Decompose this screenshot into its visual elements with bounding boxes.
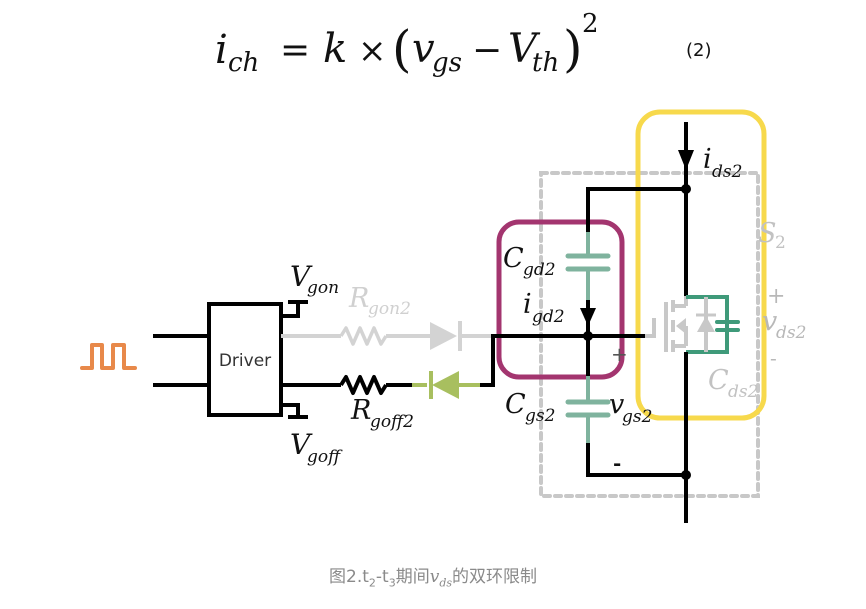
ids2-arrow-icon bbox=[678, 150, 694, 170]
cgd2-label-main: C bbox=[503, 243, 524, 274]
ids2-label-main: i bbox=[703, 144, 712, 175]
s2-label-main: S bbox=[758, 218, 777, 249]
source-return-wire bbox=[586, 443, 686, 477]
drain-node bbox=[681, 184, 691, 194]
cgs2-label-sub: gs2 bbox=[525, 406, 555, 426]
caption-v-sub: ds bbox=[439, 576, 452, 590]
vgoff-wire bbox=[281, 403, 300, 416]
eq-exponent: 2 bbox=[582, 9, 599, 39]
vgs2-label-sub: gs2 bbox=[622, 407, 652, 427]
body-diode bbox=[697, 316, 715, 332]
mosfet-s2 bbox=[664, 296, 688, 352]
eq-v-sub: gs bbox=[432, 48, 462, 78]
source-node bbox=[681, 470, 691, 480]
cgd2-label-sub: gd2 bbox=[523, 260, 556, 280]
rgon2-resistor bbox=[339, 326, 388, 346]
caption-suffix: 的双环限制 bbox=[452, 567, 537, 587]
eq-number: (2) bbox=[686, 40, 712, 61]
caption-prefix: 图2.t bbox=[329, 567, 369, 587]
cgs2-label-main: C bbox=[505, 389, 526, 420]
eq-minus: − bbox=[472, 30, 502, 71]
igd2-label-main: i bbox=[523, 289, 532, 320]
vds2-label-sub: ds2 bbox=[776, 323, 806, 343]
gate-loop-highlight bbox=[496, 219, 625, 380]
eq-times: × bbox=[358, 31, 387, 71]
eq-paren-open: ( bbox=[392, 20, 412, 78]
vgs2-label-main: v bbox=[609, 389, 624, 420]
eq-paren-close: ) bbox=[563, 20, 583, 78]
vds-minus: - bbox=[770, 346, 777, 370]
igd2-arrow-icon bbox=[580, 308, 596, 326]
rgoff2-label-main: R bbox=[350, 395, 371, 426]
eq-i: i bbox=[215, 27, 228, 73]
s2-label-sub: 2 bbox=[775, 233, 786, 253]
driver-box bbox=[207, 302, 283, 417]
ids2-label-sub: ds2 bbox=[712, 162, 742, 182]
driver-label: Driver bbox=[219, 351, 271, 371]
eq-equals: = bbox=[280, 30, 310, 71]
caption-sub2: 3 bbox=[388, 576, 396, 590]
cds2-label-sub: ds2 bbox=[728, 382, 758, 402]
cgd-upper-wire bbox=[586, 187, 686, 232]
turn-on-path-inactive: R gon2 bbox=[281, 283, 493, 351]
eq-V: V bbox=[508, 26, 541, 72]
vgon-label-sub: gon bbox=[307, 278, 339, 298]
square-wave-icon bbox=[80, 343, 137, 370]
vgon-label-main: V bbox=[290, 260, 313, 293]
cds2-label-main: C bbox=[708, 365, 729, 396]
rgon2-label-main: R bbox=[348, 283, 369, 314]
vgon-wire bbox=[281, 302, 300, 318]
turn-off-diode bbox=[432, 371, 459, 399]
rgoff2-label-sub: goff2 bbox=[370, 412, 414, 432]
eq-v: v bbox=[412, 26, 435, 72]
caption-dash: -t bbox=[375, 567, 389, 587]
vgs-minus: - bbox=[613, 451, 621, 475]
caption-v: v bbox=[429, 567, 440, 587]
eq-V-sub: th bbox=[532, 48, 559, 78]
eq-i-sub: ch bbox=[228, 48, 259, 78]
vds2-label-main: v bbox=[762, 306, 777, 337]
turn-on-diode bbox=[430, 322, 457, 350]
caption-mid: 期间 bbox=[395, 567, 430, 587]
rgoff2-resistor bbox=[339, 375, 388, 395]
figure-caption: 图2.t2-t3期间vds的双环限制 bbox=[0, 562, 866, 589]
vgs-plus: + bbox=[611, 342, 628, 366]
caption-sub1: 2 bbox=[368, 576, 376, 590]
vgoff-label-main: V bbox=[290, 428, 313, 461]
vds-plus: + bbox=[767, 284, 785, 309]
igd2-label-sub: gd2 bbox=[532, 307, 565, 327]
turn-off-path-active: R goff2 bbox=[281, 334, 590, 432]
vgoff-label-sub: goff bbox=[307, 447, 343, 467]
eq-k: k bbox=[323, 26, 347, 72]
equation: i ch = k × ( v gs − V th ) 2 (2) bbox=[215, 9, 712, 78]
drain-loop-highlight bbox=[635, 109, 767, 421]
rgon2-label-sub: gon2 bbox=[368, 299, 411, 319]
